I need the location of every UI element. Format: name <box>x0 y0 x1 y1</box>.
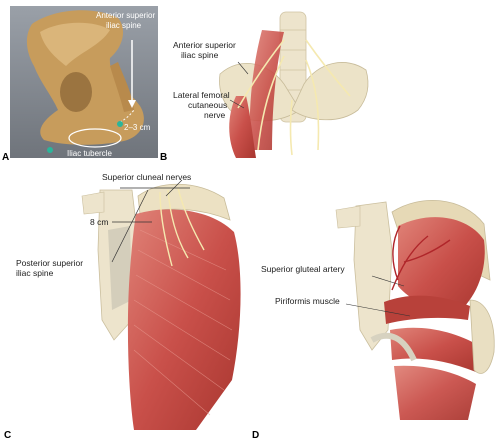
panel-letter-b: B <box>160 152 167 163</box>
label-c-psis-2: iliac spine <box>16 268 54 278</box>
panel-b-illustration <box>219 11 369 158</box>
label-b-lfcn-3: nerve <box>204 110 226 120</box>
label-d-piriformis: Piriformis muscle <box>275 296 340 306</box>
label-a-tubercle: Iliac tubercle <box>67 149 112 158</box>
label-b-asis: Anterior superior <box>173 40 236 50</box>
panel-letter-a: A <box>2 152 9 163</box>
panel-letter-d: D <box>252 430 259 441</box>
label-c-distance: 8 cm <box>90 217 108 227</box>
label-d-sga: Superior gluteal artery <box>261 264 345 274</box>
panel-letter-c: C <box>4 430 11 441</box>
label-b-lfcn-2: cutaneous <box>188 100 227 110</box>
label-c-psis-1: Posterior superior <box>16 258 83 268</box>
label-a-asis-2: iliac spine <box>106 21 142 30</box>
label-a-distance: 2–3 cm <box>124 123 151 132</box>
label-c-scn: Superior cluneal nerves <box>102 172 191 182</box>
panel-d-illustration <box>335 200 495 420</box>
label-b-lfcn-1: Lateral femoral <box>173 90 230 100</box>
label-b-asis-2: iliac spine <box>181 50 219 60</box>
label-a-asis: Anterior superior <box>96 11 155 20</box>
panel-c-illustration <box>81 179 241 430</box>
panel-a-photo <box>10 6 158 158</box>
